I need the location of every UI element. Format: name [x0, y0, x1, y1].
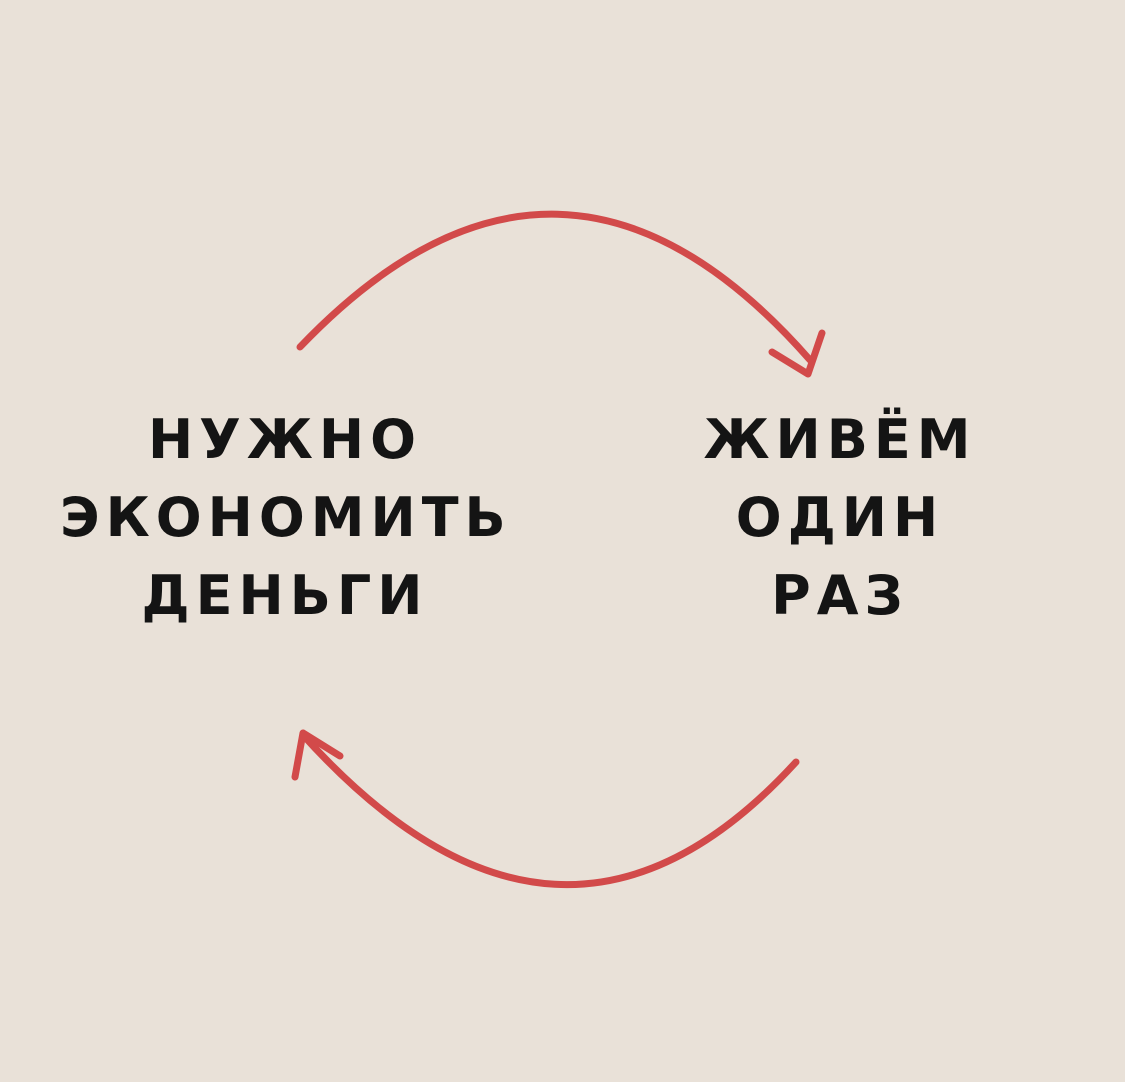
top-arc-arrow: [296, 210, 814, 364]
right-node-label: ЖИВЁМ ОДИН РАЗ: [650, 401, 1030, 635]
left-node-label: НУЖНО ЭКОНОМИТЬ ДЕНЬГИ: [60, 401, 510, 635]
right-node-line-2: ОДИН: [735, 486, 945, 549]
left-node-line-2: ЭКОНОМИТЬ: [60, 486, 512, 549]
right-node-line-3: РАЗ: [771, 564, 909, 627]
left-node-line-1: НУЖНО: [147, 408, 423, 471]
right-node-line-1: ЖИВЁМ: [703, 408, 977, 471]
top-arrowhead-icon: [768, 329, 826, 378]
left-node-line-3: ДЕНЬГИ: [141, 564, 429, 627]
bottom-arrowhead-icon: [291, 729, 344, 781]
bottom-arc-arrow: [299, 731, 800, 888]
